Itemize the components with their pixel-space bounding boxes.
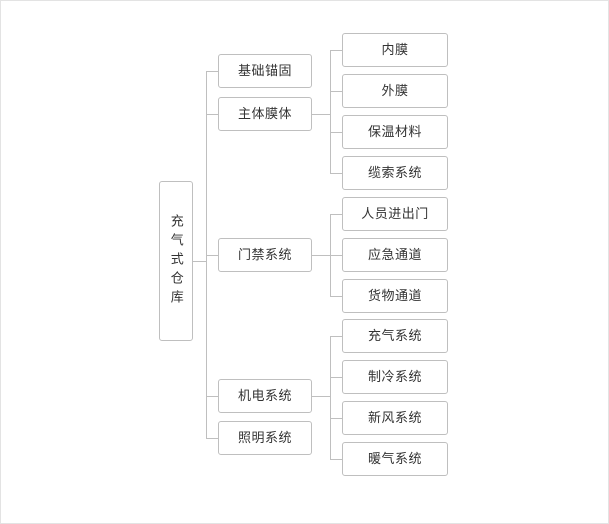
node-level2-renyuanjinchumen[interactable]: 人员进出门	[342, 197, 448, 231]
connector-l1-3-stub	[312, 255, 330, 256]
connector-root-spine	[206, 71, 207, 438]
connector-l1-4-stub	[312, 396, 330, 397]
connector-l1-4-branch-3	[330, 418, 342, 419]
connector-l1-4-spine	[330, 336, 331, 459]
node-level1-menjinxitong[interactable]: 门禁系统	[218, 238, 312, 272]
connector-root-branch-3	[206, 255, 218, 256]
node-level2-waimo[interactable]: 外膜	[342, 74, 448, 108]
connector-root-stub	[193, 261, 206, 262]
connector-l1-4-branch-4	[330, 459, 342, 460]
node-level1-zhutimoti[interactable]: 主体膜体	[218, 97, 312, 131]
node-level2-baowencailiao[interactable]: 保温材料	[342, 115, 448, 149]
connector-root-branch-2	[206, 114, 218, 115]
node-level2-neimo[interactable]: 内膜	[342, 33, 448, 67]
connector-root-branch-5	[206, 438, 218, 439]
connector-l1-3-branch-2	[330, 255, 342, 256]
node-level1-zhaomingxitong[interactable]: 照明系统	[218, 421, 312, 455]
node-level1-jidianxitong[interactable]: 机电系统	[218, 379, 312, 413]
connector-l1-2-spine	[330, 50, 331, 173]
connector-l1-2-branch-2	[330, 91, 342, 92]
connector-l1-3-branch-1	[330, 214, 342, 215]
connector-l1-2-branch-1	[330, 50, 342, 51]
node-level2-xinfengxitong[interactable]: 新风系统	[342, 401, 448, 435]
connector-root-branch-1	[206, 71, 218, 72]
node-level2-chongqixitong[interactable]: 充气系统	[342, 319, 448, 353]
connector-l1-2-branch-4	[330, 173, 342, 174]
node-level2-lansuoxitong[interactable]: 缆索系统	[342, 156, 448, 190]
node-level2-huowutongdao[interactable]: 货物通道	[342, 279, 448, 313]
node-level2-yingjitongdao[interactable]: 应急通道	[342, 238, 448, 272]
connector-root-branch-4	[206, 396, 218, 397]
connector-l1-2-stub	[312, 114, 330, 115]
connector-l1-4-branch-2	[330, 377, 342, 378]
node-level2-zhilengxitong[interactable]: 制冷系统	[342, 360, 448, 394]
connector-l1-4-branch-1	[330, 336, 342, 337]
node-root[interactable]: 充气式仓库	[159, 181, 193, 341]
connector-l1-3-branch-3	[330, 296, 342, 297]
connector-l1-2-branch-3	[330, 132, 342, 133]
node-level2-nuanqixitong[interactable]: 暖气系统	[342, 442, 448, 476]
node-level1-jichumaogu[interactable]: 基础锚固	[218, 54, 312, 88]
